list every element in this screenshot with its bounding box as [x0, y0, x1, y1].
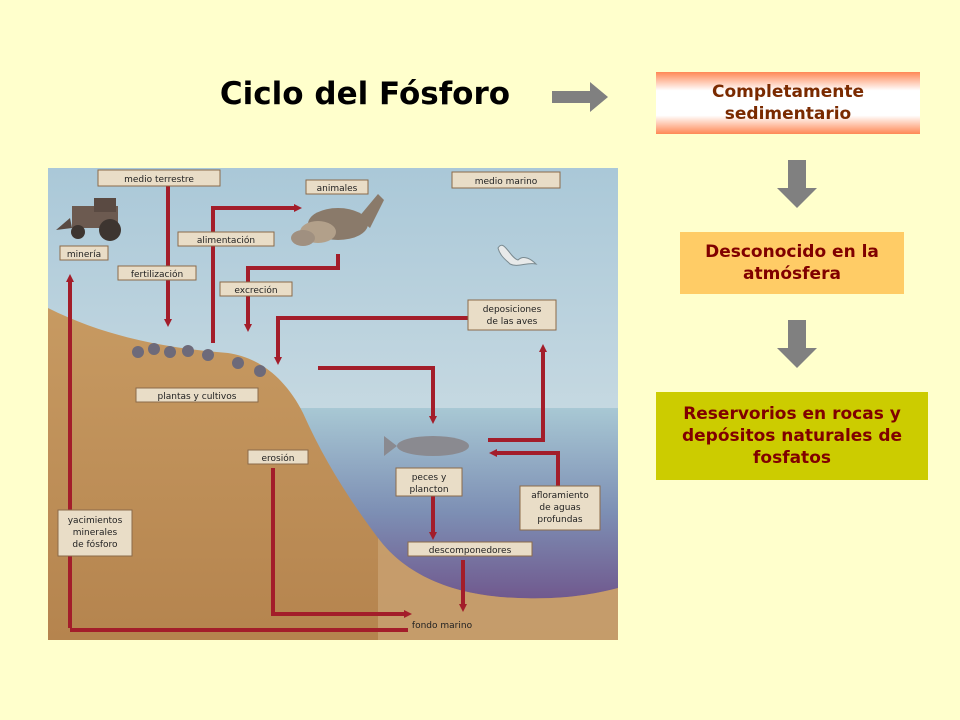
label-afloramiento-3: profundas — [537, 515, 583, 525]
diagram-labels: medio terrestre medio marino animales al… — [57, 169, 601, 631]
box3-line1: Reservorios en rocas y — [683, 403, 901, 424]
label-afloramiento-1: afloramiento — [531, 491, 589, 501]
plants-icon — [132, 343, 266, 377]
box2-line2: atmósfera — [743, 264, 841, 284]
label-afloramiento-2: de aguas — [539, 503, 581, 513]
label-descomponedores: descomponedores — [429, 546, 512, 556]
page-title: Ciclo del Fósforo — [219, 76, 511, 112]
box3-line2: depósitos naturales de — [681, 425, 903, 446]
phosphorus-cycle-diagram: medio terrestre medio marino animales al… — [48, 168, 618, 640]
label-yacimientos-1: yacimientos — [68, 516, 123, 526]
label-fertilizacion: fertilización — [131, 269, 183, 280]
label-peces-1: peces y — [412, 473, 447, 483]
label-deposiciones-1: deposiciones — [483, 305, 542, 315]
label-animales: animales — [317, 184, 358, 194]
arrow-down-icon — [777, 160, 817, 208]
label-medio-terrestre: medio terrestre — [124, 175, 194, 185]
box1-line1: Completamente — [712, 81, 864, 102]
label-fondo-marino: fondo marino — [412, 621, 473, 631]
label-yacimientos-2: minerales — [73, 528, 118, 538]
label-medio-marino: medio marino — [475, 177, 538, 187]
tractor-icon — [56, 198, 121, 241]
label-mineria: minería — [67, 250, 101, 260]
label-plantas: plantas y cultivos — [158, 392, 237, 402]
label-alimentacion: alimentación — [197, 235, 255, 246]
arrow-right-icon — [552, 82, 608, 112]
bird-icon — [497, 244, 538, 266]
box1-line2: sedimentario — [724, 104, 852, 124]
box2-line1: Desconocido en la — [705, 241, 879, 262]
animals-icon — [291, 194, 384, 246]
label-peces-2: plancton — [409, 485, 448, 495]
box3-line3: fosfatos — [753, 448, 831, 469]
box-completamente-sedimentario: Completamente sedimentario — [656, 72, 920, 134]
arrow-down-icon — [777, 320, 817, 368]
box-desconocido-atmosfera: Desconocido en la atmósfera — [680, 232, 904, 294]
label-erosion: erosión — [262, 453, 295, 464]
fish-icon — [384, 436, 469, 456]
label-yacimientos-3: de fósforo — [72, 539, 118, 550]
label-deposiciones-2: de las aves — [487, 317, 538, 327]
label-excrecion: excreción — [234, 285, 277, 296]
box-reservorios-rocas: Reservorios en rocas y depósitos natural… — [656, 392, 928, 480]
